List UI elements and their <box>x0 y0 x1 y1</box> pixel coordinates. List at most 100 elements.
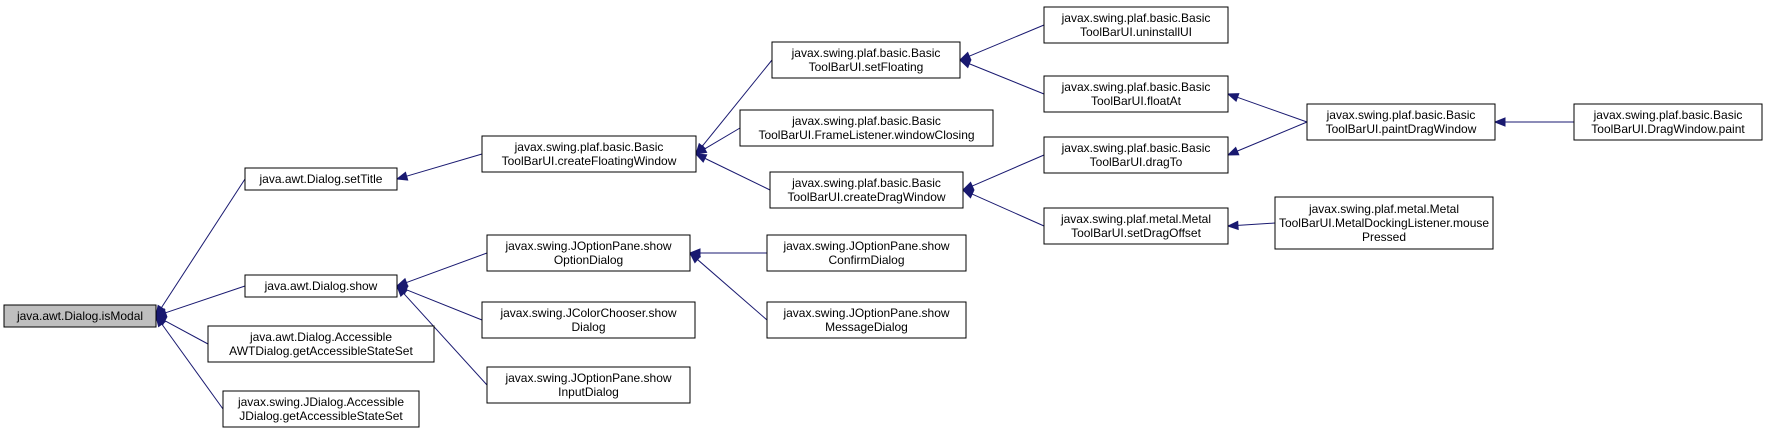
graph-node[interactable]: javax.swing.plaf.basic.BasicToolBarUI.fl… <box>1043 75 1229 113</box>
edge-line <box>971 154 1045 187</box>
node-box <box>1306 103 1496 141</box>
node-label: java.awt.Dialog.isModal <box>16 309 143 323</box>
graph-node[interactable]: java.awt.Dialog.isModal <box>3 304 157 328</box>
graph-node[interactable]: java.awt.Dialog.setTitle <box>244 167 398 191</box>
edge-line <box>1237 222 1276 226</box>
edge-line <box>1237 96 1308 123</box>
edge-line <box>701 59 773 147</box>
edge-line <box>164 320 209 345</box>
edge-line <box>697 259 768 321</box>
node-box <box>244 274 398 298</box>
graph-node[interactable]: javax.swing.plaf.basic.BasicToolBarUI.pa… <box>1306 103 1496 141</box>
node-label: InputDialog <box>558 385 619 399</box>
node-label: AWTDialog.getAccessibleStateSet <box>229 344 413 358</box>
arrowhead-icon <box>1226 220 1239 231</box>
node-label: OptionDialog <box>554 253 623 267</box>
node-label: ToolBarUI.floatAt <box>1091 94 1182 108</box>
graph-edge <box>155 314 224 410</box>
graph-edge <box>958 59 1045 95</box>
graph-edge <box>694 127 741 155</box>
graph-node[interactable]: javax.swing.JDialog.AccessibleJDialog.ge… <box>222 390 420 428</box>
node-box <box>244 167 398 191</box>
node-label: javax.swing.JOptionPane.show <box>782 239 949 253</box>
node-box <box>207 325 435 363</box>
graph-node[interactable]: javax.swing.plaf.basic.BasicToolBarUI.un… <box>1043 6 1229 44</box>
edge-line <box>1237 121 1308 152</box>
node-label: ToolBarUI.setFloating <box>809 60 924 74</box>
graph-edge <box>155 178 246 318</box>
graph-node[interactable]: java.awt.Dialog.show <box>244 274 398 298</box>
node-label: ToolBarUI.MetalDockingListener.mouse <box>1279 216 1489 230</box>
edge-line <box>971 193 1045 227</box>
arrowhead-icon <box>1226 146 1240 156</box>
edge-line <box>406 252 488 284</box>
graph-node[interactable]: javax.swing.plaf.basic.BasicToolBarUI.dr… <box>1043 136 1229 174</box>
arrowhead-icon <box>961 189 975 199</box>
graph-node[interactable]: javax.swing.JOptionPane.showConfirmDialo… <box>766 234 967 272</box>
node-box <box>1043 207 1229 245</box>
node-label: Pressed <box>1362 230 1406 244</box>
node-box <box>486 234 691 272</box>
graph-edge <box>395 252 488 287</box>
graph-node[interactable]: javax.swing.plaf.basic.BasicToolBarUI.cr… <box>481 135 697 173</box>
arrowhead-icon <box>958 59 972 69</box>
graph-node[interactable]: javax.swing.plaf.metal.MetalToolBarUI.se… <box>1043 207 1229 245</box>
node-label: javax.swing.plaf.basic.Basic <box>791 114 941 128</box>
graph-node[interactable]: javax.swing.plaf.basic.BasicToolBarUI.cr… <box>769 171 964 209</box>
graph-node[interactable]: javax.swing.JOptionPane.showMessageDialo… <box>766 301 967 339</box>
node-box <box>3 304 157 328</box>
node-box <box>481 301 696 339</box>
node-label: javax.swing.JDialog.Accessible <box>237 395 404 409</box>
graph-node[interactable]: javax.swing.plaf.metal.MetalToolBarUI.Me… <box>1274 196 1494 250</box>
node-label: ToolBarUI.createFloatingWindow <box>502 154 677 168</box>
arrowhead-icon <box>396 285 408 297</box>
node-box <box>771 41 961 79</box>
edge-line <box>161 178 246 308</box>
graph-node[interactable]: javax.swing.plaf.basic.BasicToolBarUI.se… <box>771 41 961 79</box>
node-label: javax.swing.plaf.basic.Basic <box>1061 141 1211 155</box>
node-box <box>486 366 691 404</box>
node-box <box>1274 196 1494 250</box>
edge-line <box>165 285 246 314</box>
graph-edge <box>1493 117 1574 127</box>
node-label: javax.swing.JOptionPane.show <box>504 371 671 385</box>
node-label: javax.swing.plaf.metal.Metal <box>1308 202 1459 216</box>
node-label: java.awt.Dialog.show <box>264 279 378 293</box>
node-label: java.awt.Dialog.Accessible <box>249 330 392 344</box>
node-label: ToolBarUI.DragWindow.paint <box>1591 122 1745 136</box>
graph-edge <box>694 153 771 191</box>
node-label: JDialog.getAccessibleStateSet <box>239 409 403 423</box>
edge-line <box>406 289 483 321</box>
graph-node[interactable]: javax.swing.plaf.basic.BasicToolBarUI.Dr… <box>1573 103 1763 141</box>
node-label: ToolBarUI.setDragOffset <box>1071 226 1201 240</box>
graph-edge <box>1226 93 1308 123</box>
node-label: javax.swing.plaf.basic.Basic <box>514 140 664 154</box>
node-box <box>222 390 420 428</box>
node-box <box>481 135 697 173</box>
arrowhead-icon <box>1226 93 1240 102</box>
node-label: javax.swing.plaf.basic.Basic <box>1326 108 1476 122</box>
graph-node[interactable]: javax.swing.plaf.basic.BasicToolBarUI.Fr… <box>739 109 994 147</box>
node-label: javax.swing.plaf.basic.Basic <box>791 46 941 60</box>
arrowhead-icon <box>1493 117 1506 127</box>
edge-line <box>704 157 771 191</box>
node-label: ToolBarUI.createDragWindow <box>787 190 945 204</box>
arrowhead-icon <box>694 144 708 155</box>
edge-line <box>161 323 224 410</box>
node-label: javax.swing.JOptionPane.show <box>504 239 671 253</box>
graph-node[interactable]: java.awt.Dialog.AccessibleAWTDialog.getA… <box>207 325 435 363</box>
node-label: ToolBarUI.FrameListener.windowClosing <box>758 128 974 142</box>
graph-edge <box>154 285 246 318</box>
graph-edge <box>1226 220 1276 231</box>
edge-line <box>969 63 1045 95</box>
node-label: ConfirmDialog <box>828 253 904 267</box>
node-label: ToolBarUI.dragTo <box>1090 155 1183 169</box>
graph-edge <box>961 154 1045 191</box>
graph-edge <box>958 24 1045 61</box>
graph-edge <box>395 285 483 321</box>
edge-line <box>406 153 483 177</box>
node-label: java.awt.Dialog.setTitle <box>259 172 383 186</box>
